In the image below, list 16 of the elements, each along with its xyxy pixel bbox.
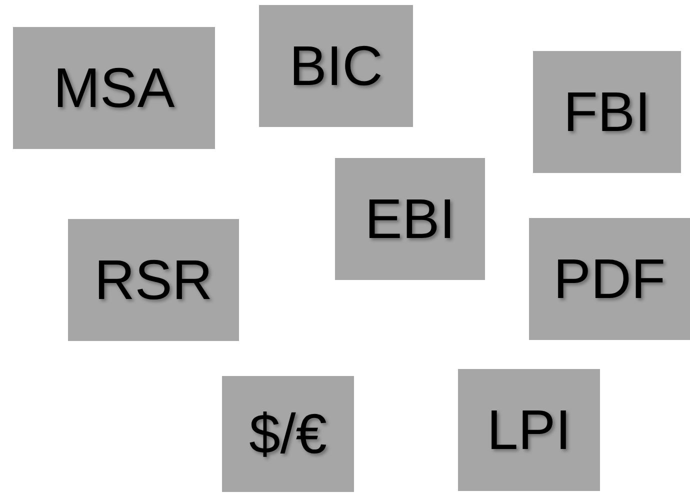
term-label: $/€ (249, 406, 327, 462)
term-box (533, 51, 681, 173)
term-label: RSR (94, 252, 213, 308)
term-label: LPI (486, 402, 572, 458)
term-label: EBI (364, 191, 456, 247)
term-box (13, 27, 215, 149)
term-label: FBI (563, 84, 651, 140)
term-label: PDF (554, 251, 666, 307)
term-box (335, 158, 485, 280)
term-box (529, 218, 690, 340)
term-label: MSA (53, 60, 175, 116)
term-box (259, 5, 413, 127)
term-box (68, 219, 239, 341)
term-label: BIC (289, 38, 383, 94)
term-box (222, 376, 354, 492)
term-box (458, 369, 600, 491)
